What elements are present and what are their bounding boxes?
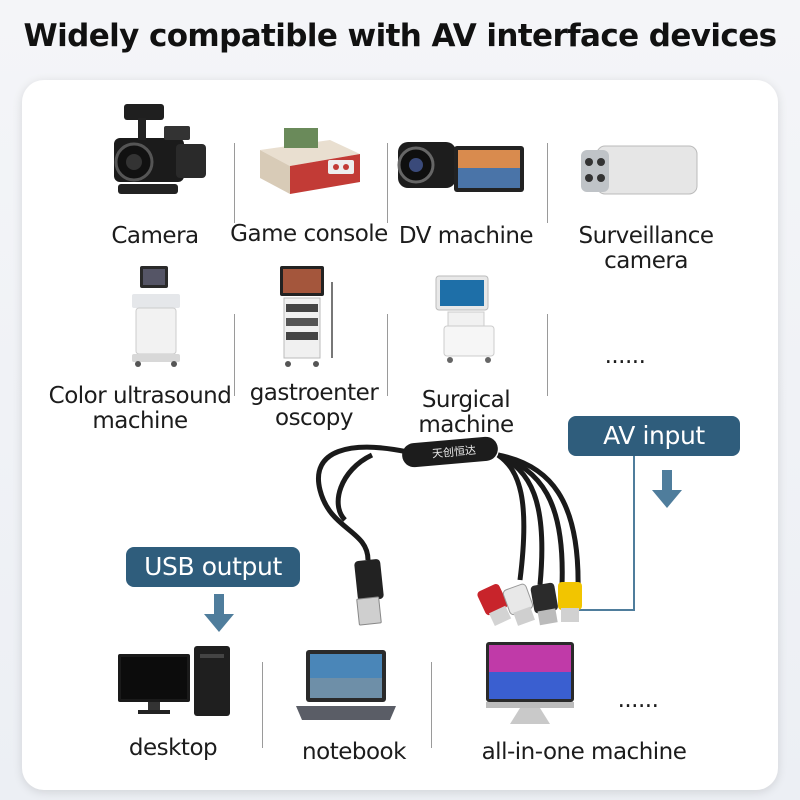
device-label-line: Surgical: [421, 387, 511, 413]
device-label-color-ultrasound: Color ultrasound machine: [42, 384, 238, 434]
device-label-line: Color ultrasound: [48, 383, 232, 409]
rca-yellow-plug: [558, 582, 582, 622]
usb-output-badge: USB output: [126, 547, 300, 587]
desktop-computer-icon: [114, 642, 234, 718]
dv-machine-icon: [392, 128, 532, 200]
output-label-all-in-one: all-in-one machine: [481, 739, 687, 765]
output-label-notebook: notebook: [302, 739, 406, 765]
divider: [234, 143, 235, 223]
divider: [547, 143, 548, 223]
rca-white-plug: [502, 583, 535, 626]
av-input-badge: AV input: [568, 416, 740, 456]
rca-black-plug: [530, 582, 558, 626]
device-label-line: camera: [604, 248, 688, 274]
camera-icon: [104, 98, 210, 203]
headline: Widely compatible with AV interface devi…: [23, 18, 778, 54]
arrow-down-icon: [204, 594, 234, 634]
device-label-surgical-machine: Surgical machine: [396, 388, 536, 438]
device-label-line: machine: [418, 412, 514, 438]
all-in-one-pc-icon: [484, 640, 576, 730]
surgical-machine-icon: [424, 270, 508, 366]
divider: [234, 314, 235, 396]
cable-brand-text: 天创恒达: [432, 444, 477, 461]
game-console-icon: [250, 120, 370, 200]
device-label-line: gastroenter: [249, 380, 379, 406]
surveillance-camera-icon: [575, 140, 705, 200]
ultrasound-machine-icon: [126, 264, 186, 368]
rca-red-plug: [477, 584, 512, 627]
arrow-down-icon: [652, 470, 682, 510]
device-label-camera: Camera: [111, 223, 199, 249]
device-label-dv-machine: DV machine: [398, 223, 534, 249]
output-label-more: ......: [617, 687, 659, 713]
divider: [431, 662, 432, 748]
device-label-line: machine: [92, 408, 188, 434]
device-label-surveillance-camera: Surveillance camera: [558, 224, 734, 274]
device-label-more: ......: [604, 343, 646, 369]
divider: [387, 143, 388, 223]
device-label-gastroenteroscopy: gastroenter oscopy: [244, 381, 384, 431]
divider: [387, 314, 388, 396]
device-label-line: Surveillance: [578, 223, 714, 249]
device-label-line: oscopy: [275, 405, 353, 431]
gastroscopy-cart-icon: [270, 262, 346, 370]
divider: [547, 314, 548, 396]
divider: [262, 662, 263, 748]
output-label-desktop: desktop: [128, 735, 218, 761]
laptop-icon: [296, 648, 398, 724]
device-label-game-console: Game console: [230, 221, 388, 247]
